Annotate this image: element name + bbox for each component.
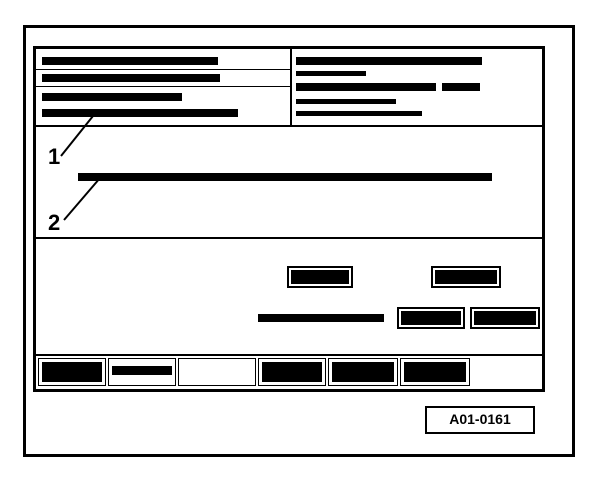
action-button-bottom-right-label [474,311,536,325]
header-right-line-4 [296,99,396,104]
header-right-line-1 [296,57,482,65]
softkey-3[interactable] [178,358,256,386]
softkey-2-label [112,366,172,375]
softkey-4[interactable] [258,358,326,386]
header-left-line-1 [42,57,218,65]
header-left-line-3 [42,93,182,101]
action-button-top-left[interactable] [287,266,353,288]
callout-2: 2 [48,210,61,235]
action-button-bottom-left[interactable] [397,307,465,329]
diagnostic-screen [33,46,545,392]
softkey-1[interactable] [38,358,106,386]
softkey-4-label [262,362,322,382]
softkey-2[interactable] [108,358,176,386]
softkey-5-label [332,362,394,382]
header-left-line-2 [42,74,220,82]
softkey-6[interactable] [400,358,470,386]
header-right-line-5 [296,111,422,116]
softkey-1-label [42,362,102,382]
action-button-bottom-right[interactable] [470,307,540,329]
header-right-line-3 [296,83,436,91]
action-button-top-right[interactable] [431,266,501,288]
callout-2-leader [63,177,101,221]
action-button-top-right-label [435,270,497,284]
header-right-line-3b [442,83,480,91]
message-line [78,173,492,181]
header-divider [36,125,542,127]
callout-1-leader [60,115,94,157]
status-line [258,314,384,322]
action-button-top-left-label [291,270,349,284]
reference-code: A01-0161 [425,406,535,434]
header-left-line-4 [42,109,238,117]
softkey-6-label [404,362,466,382]
body-divider [36,237,542,239]
header-right-line-2 [296,71,366,76]
header-column-divider [290,49,292,125]
softkey-bar-top [36,354,542,356]
callout-1: 1 [48,144,61,169]
header-left-rule-1 [36,69,290,70]
header-left-rule-2 [36,86,290,87]
softkey-5[interactable] [328,358,398,386]
action-button-bottom-left-label [401,311,461,325]
